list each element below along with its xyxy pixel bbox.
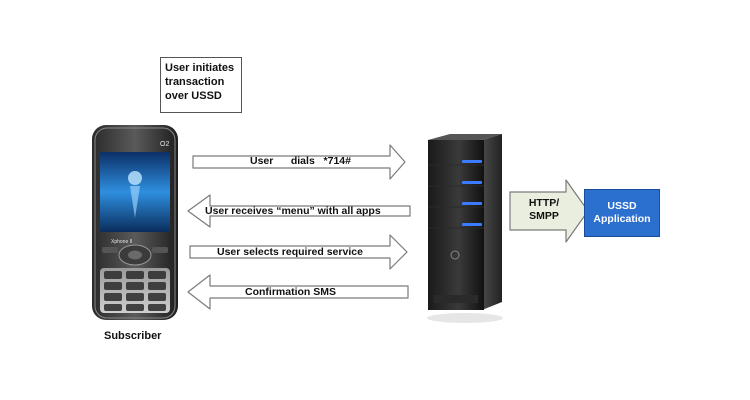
flow-arrow-1 xyxy=(192,144,406,180)
protocol-label-line-2: SMPP xyxy=(529,210,559,222)
callout-line-3: over USSD xyxy=(165,90,222,102)
flow-arrow-2 xyxy=(187,194,411,228)
flow-arrows xyxy=(187,144,411,310)
callout-line-2: transaction xyxy=(165,76,225,88)
protocol-label-line-1: HTTP/ xyxy=(528,197,560,209)
mobile-phone-icon: O2 Xphone II xyxy=(92,125,178,320)
phone-model: Xphone II xyxy=(111,239,132,245)
subscriber-label: Subscriber xyxy=(104,330,162,342)
callout-line-1: User initiates xyxy=(165,62,235,74)
flow-label-4: Confirmation SMS xyxy=(245,286,336,298)
ussd-application-box: USSD Application xyxy=(584,189,660,237)
server-icon xyxy=(427,134,503,323)
callout-box: User initiates transaction over USSD xyxy=(160,57,242,113)
flow-arrow-3 xyxy=(189,234,408,270)
flow-label-2: User receives “menu” with all apps xyxy=(205,205,381,217)
phone-brand: O2 xyxy=(160,141,169,148)
flow-arrow-4 xyxy=(187,274,409,310)
application-line-2: Application xyxy=(593,213,651,225)
application-line-1: USSD xyxy=(607,200,637,212)
flow-label-1: User dials *714# xyxy=(250,155,351,167)
protocol-arrow xyxy=(509,179,589,243)
protocol-label: HTTP/ SMPP xyxy=(512,197,576,223)
flow-label-3: User selects required service xyxy=(217,246,363,258)
